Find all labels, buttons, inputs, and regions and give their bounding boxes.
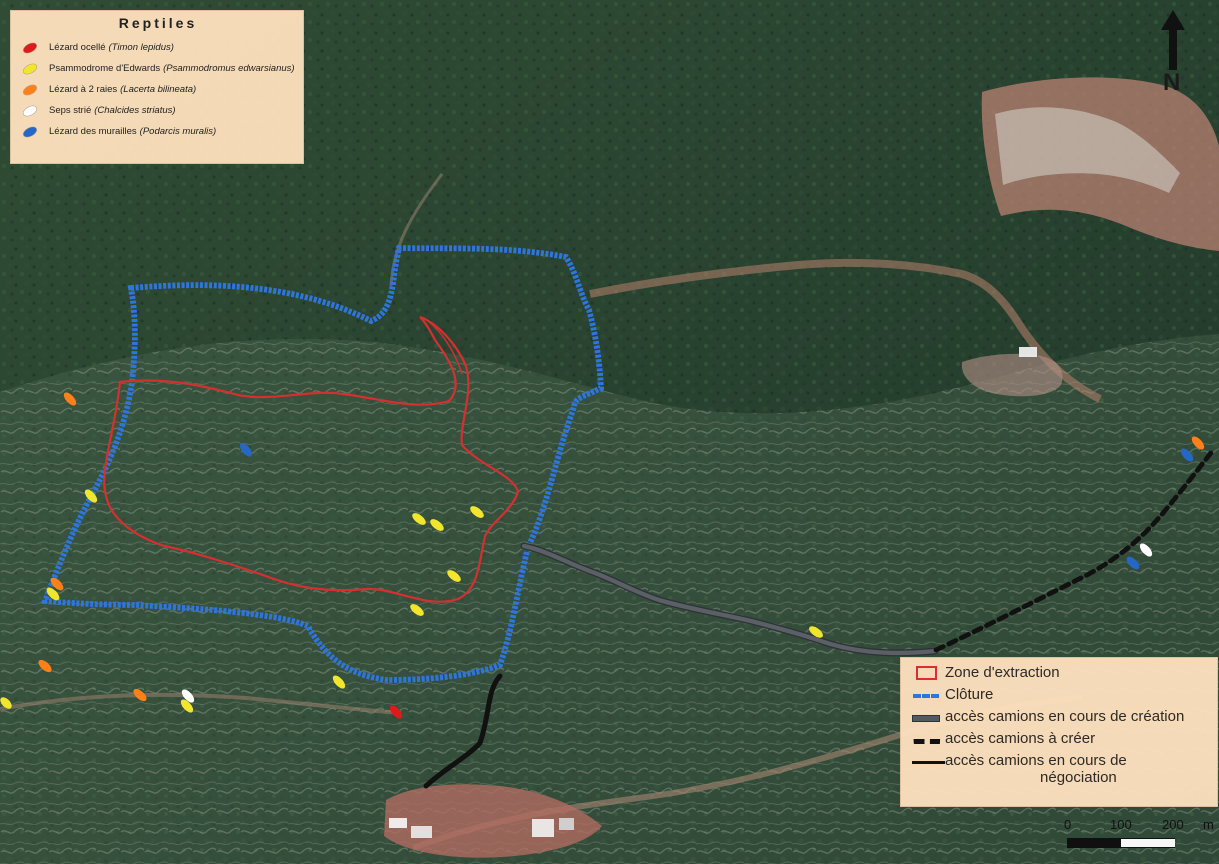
quarry-rock — [995, 107, 1180, 193]
scale-bar: 0 100 200 m — [1038, 818, 1218, 852]
observation-psammodromus-3 — [430, 519, 444, 531]
observation-psammodromus-8 — [180, 699, 194, 713]
legend-label-line-2: négociation — [1040, 769, 1117, 787]
species-item-lacerta-bilineata: Lézard à 2 raies (Lacerta bilineata) — [21, 79, 293, 100]
north-arrow-icon — [1161, 10, 1185, 70]
legend-label: Clôture — [945, 686, 994, 703]
observation-psammodromus-5 — [447, 570, 461, 582]
extraction-zone-inner — [423, 317, 463, 375]
observation-chalcides-1 — [181, 689, 195, 703]
feature-legend-list: Zone d'extraction Clôture accès camions … — [909, 665, 1209, 797]
building-2 — [411, 826, 432, 838]
species-marker-orange — [21, 82, 39, 97]
building-5 — [1019, 347, 1037, 357]
observation-timon-1 — [389, 705, 403, 719]
observation-chalcides-2 — [1139, 543, 1153, 557]
observation-lacerta-4 — [133, 688, 147, 702]
species-name: Seps strié — [49, 104, 92, 116]
species-latin-name: (Lacerta bilineata) — [120, 83, 197, 95]
access-create — [933, 446, 1217, 653]
observation-podarcis-2 — [1126, 556, 1140, 570]
feature-legend: Zone d'extraction Clôture accès camions … — [900, 657, 1218, 807]
observation-psammodromus-10 — [809, 626, 823, 638]
legend-multiline-label: accès camions en cours de négociation — [945, 753, 1127, 786]
species-name: Psammodrome d'Edwards — [49, 62, 161, 74]
species-marker-white — [21, 103, 39, 118]
access-negotiation-icon — [909, 753, 945, 771]
observation-podarcis-3 — [1180, 448, 1194, 462]
species-legend: Reptiles Lézard ocellé (Timon lepidus) P… — [10, 10, 304, 164]
eastern-clearing — [961, 353, 1063, 397]
observation-lacerta-3 — [38, 659, 52, 673]
reptile-observations — [0, 392, 1205, 719]
species-item-psammodromus-edwarsianus: Psammodrome d'Edwards (Psammodromus edwa… — [21, 58, 295, 79]
observation-podarcis-1 — [240, 443, 252, 457]
access-current — [521, 543, 938, 656]
legend-label: accès camions en cours de création — [945, 708, 1185, 725]
scale-label-200: 200 — [1162, 817, 1184, 832]
scale-label-0: 0 — [1064, 817, 1072, 832]
extraction-zone-icon — [909, 665, 943, 683]
species-legend-title: Reptiles — [118, 15, 198, 31]
species-latin-name: (Chalcides striatus) — [94, 104, 176, 116]
species-name: Lézard ocellé — [49, 41, 106, 53]
observation-psammodromus-2 — [412, 513, 426, 525]
building-3 — [532, 819, 554, 837]
observation-psammodromus-1 — [84, 489, 98, 503]
building-1 — [389, 818, 407, 828]
species-legend-list: Lézard ocellé (Timon lepidus) Psammodrom… — [21, 37, 295, 142]
species-marker-red — [21, 40, 39, 55]
north-label: N — [1163, 69, 1181, 96]
species-name: Lézard à 2 raies — [49, 83, 118, 95]
scale-label-100: 100 — [1110, 817, 1132, 832]
access-current-icon — [909, 709, 943, 727]
north-indicator: N — [1153, 10, 1193, 106]
species-latin-name: (Podarcis muralis) — [139, 125, 217, 137]
southern-clearing — [384, 784, 602, 858]
legend-label: accès camions à créer — [945, 730, 1096, 747]
track-north — [389, 173, 444, 287]
legend-item-access-negotiation: accès camions en cours de négociation — [909, 753, 1209, 797]
legend-label: Zone d'extraction — [945, 664, 1060, 681]
scale-segment-white — [1121, 838, 1175, 848]
scale-segment-black — [1067, 838, 1121, 848]
species-marker-yellow — [21, 61, 39, 76]
legend-item-access-current: accès camions en cours de création — [909, 709, 1209, 731]
legend-label-line-1: accès camions en cours de — [945, 752, 1127, 769]
access-create-icon — [909, 731, 943, 749]
observation-psammodromus-7 — [46, 587, 60, 601]
observation-psammodromus-6 — [410, 604, 424, 616]
species-marker-blue — [21, 124, 39, 139]
legend-item-extraction-zone: Zone d'extraction — [909, 665, 1209, 687]
legend-item-access-create: accès camions à créer — [909, 731, 1209, 753]
species-item-chalcides-striatus: Seps strié (Chalcides striatus) — [21, 100, 293, 121]
scale-label-unit: m — [1203, 817, 1214, 832]
fence-icon — [909, 687, 943, 705]
building-4 — [559, 818, 574, 830]
observation-lacerta-5 — [1191, 436, 1205, 450]
observation-lacerta-1 — [63, 392, 77, 406]
extraction-zone — [103, 315, 520, 603]
observation-psammodromus-9 — [332, 675, 346, 689]
legend-item-fence: Clôture — [909, 687, 1209, 709]
species-latin-name: (Psammodromus edwarsianus) — [163, 62, 295, 74]
species-latin-name: (Timon lepidus) — [108, 41, 174, 53]
observation-psammodromus-11 — [0, 697, 12, 709]
observation-psammodromus-4 — [470, 506, 484, 518]
species-name: Lézard des murailles — [49, 125, 137, 137]
species-item-timon-lepidus: Lézard ocellé (Timon lepidus) — [21, 37, 293, 58]
species-item-podarcis-muralis: Lézard des murailles (Podarcis muralis) — [21, 121, 293, 142]
access-negotiation — [423, 673, 503, 789]
track-west — [0, 692, 402, 715]
observation-lacerta-2 — [50, 577, 64, 591]
